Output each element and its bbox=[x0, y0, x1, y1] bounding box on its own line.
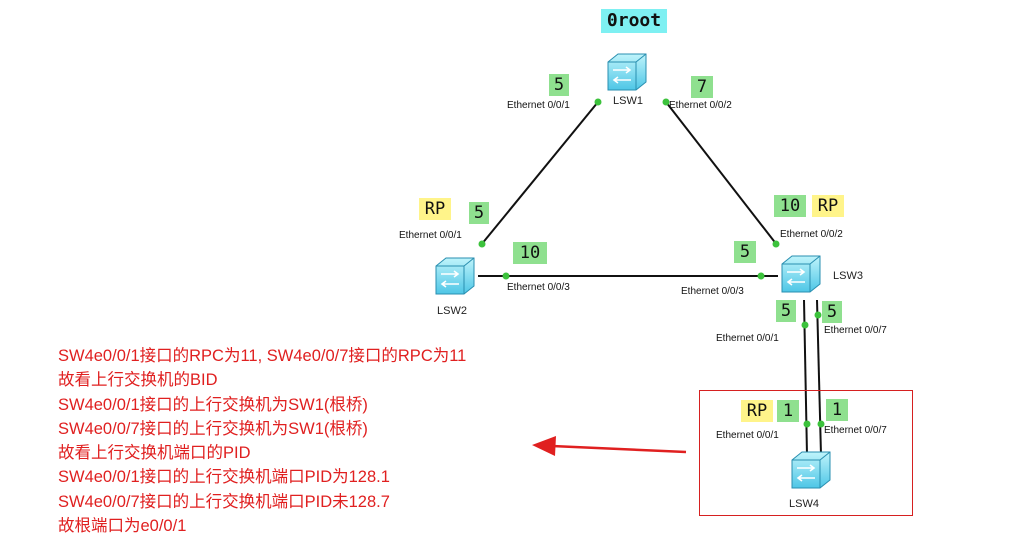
cost-badge-lsw3-e2: 10 bbox=[774, 195, 806, 217]
port-label-lsw1-e2: Ethernet 0/0/2 bbox=[669, 100, 732, 111]
cost-badge-lsw4-e7: 1 bbox=[826, 399, 848, 421]
port-label-lsw1-e1: Ethernet 0/0/1 bbox=[507, 100, 570, 111]
note-line: SW4e0/0/1接口的上行交换机端口PID为128.1 bbox=[58, 468, 390, 487]
port-dot bbox=[502, 272, 510, 280]
port-dot bbox=[772, 240, 780, 248]
port-label-lsw4-e1: Ethernet 0/0/1 bbox=[716, 430, 779, 441]
switch-icon[interactable] bbox=[788, 450, 832, 490]
note-line: SW4e0/0/1接口的上行交换机为SW1(根桥) bbox=[58, 395, 368, 414]
switch-name-lsw2: LSW2 bbox=[437, 305, 467, 317]
switch-icon[interactable] bbox=[778, 254, 822, 294]
switch-icon[interactable] bbox=[604, 52, 648, 92]
port-label-lsw3-e2: Ethernet 0/0/2 bbox=[780, 229, 843, 240]
cost-badge-lsw3-e1: 5 bbox=[776, 300, 796, 322]
cost-badge-lsw2-e1: 5 bbox=[469, 202, 489, 224]
port-dot bbox=[803, 420, 811, 428]
port-dot bbox=[814, 311, 822, 319]
port-label-lsw2-e3: Ethernet 0/0/3 bbox=[507, 282, 570, 293]
port-dot bbox=[757, 272, 765, 280]
port-dot bbox=[662, 98, 670, 106]
switch-name-lsw4: LSW4 bbox=[789, 498, 819, 510]
port-dot bbox=[478, 240, 486, 248]
rp-badge-lsw4: RP bbox=[741, 400, 773, 422]
note-line: 故看上行交换机端口的PID bbox=[58, 444, 251, 463]
switch-icon[interactable] bbox=[432, 256, 476, 296]
port-dot bbox=[817, 420, 825, 428]
switch-name-lsw1: LSW1 bbox=[613, 95, 643, 107]
port-label-lsw3-e3: Ethernet 0/0/3 bbox=[681, 286, 744, 297]
port-label-lsw3-e1: Ethernet 0/0/1 bbox=[716, 333, 779, 344]
lsw4-highlight-box bbox=[699, 390, 913, 516]
rp-badge-lsw3: RP bbox=[812, 195, 844, 217]
link-lsw3-lsw4-e7 bbox=[816, 299, 822, 456]
pointer-arrow bbox=[532, 436, 687, 456]
port-label-lsw3-e7: Ethernet 0/0/7 bbox=[824, 325, 887, 336]
port-label-lsw4-e7: Ethernet 0/0/7 bbox=[824, 425, 887, 436]
cost-badge-lsw3-e3: 5 bbox=[734, 241, 756, 263]
cost-badge-lsw4-e1: 1 bbox=[777, 400, 799, 422]
port-dot bbox=[594, 98, 602, 106]
switch-name-lsw3: LSW3 bbox=[833, 270, 863, 282]
note-line: 故根端口为e0/0/1 bbox=[58, 517, 187, 536]
cost-badge-lsw1-e2: 7 bbox=[691, 76, 713, 98]
note-line: SW4e0/0/7接口的上行交换机端口PID未128.7 bbox=[58, 492, 390, 511]
link-lsw1-lsw2 bbox=[480, 101, 599, 246]
link-lsw1-lsw3 bbox=[665, 101, 778, 246]
cost-badge-lsw1-e1: 5 bbox=[549, 74, 569, 96]
root-bridge-badge: 0root bbox=[601, 9, 667, 33]
explanation-note: SW4e0/0/1接口的RPC为11, SW4e0/0/7接口的RPC为11 故… bbox=[58, 344, 466, 538]
note-line: SW4e0/0/1接口的RPC为11, SW4e0/0/7接口的RPC为11 bbox=[58, 347, 467, 365]
cost-badge-lsw3-e7: 5 bbox=[822, 301, 842, 323]
port-label-lsw2-e1: Ethernet 0/0/1 bbox=[399, 230, 462, 241]
rp-badge-lsw2: RP bbox=[419, 198, 451, 220]
note-line: SW4e0/0/7接口的上行交换机为SW1(根桥) bbox=[58, 419, 368, 438]
cost-badge-lsw2-e3: 10 bbox=[513, 242, 547, 264]
port-dot bbox=[801, 321, 809, 329]
note-line: 故看上行交换机的BID bbox=[58, 371, 218, 390]
